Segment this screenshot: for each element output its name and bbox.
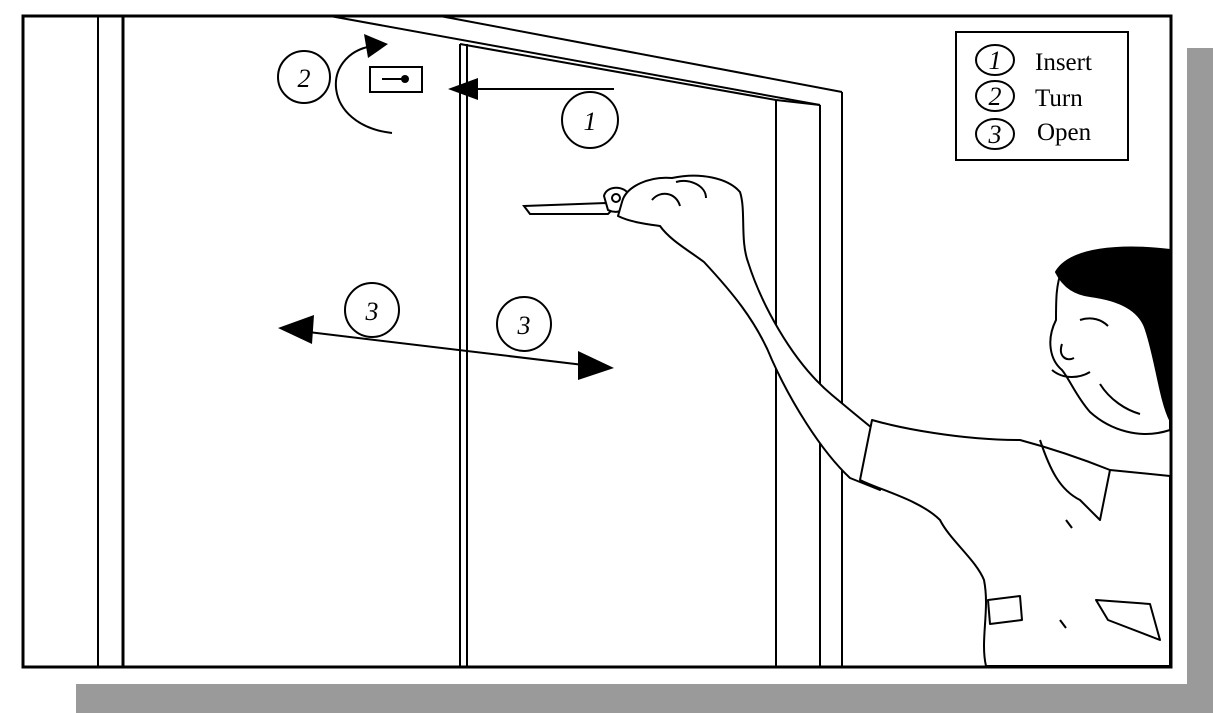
callout-2: 2	[277, 50, 331, 104]
header-line-3	[459, 43, 777, 101]
callout-3-right-text: 3	[517, 311, 531, 340]
frame-shadow-bottom	[76, 684, 1213, 713]
legend-item-turn: 2 Turn	[975, 80, 1083, 112]
callout-3-right: 3	[496, 296, 552, 352]
header-line-2	[439, 15, 843, 93]
callout-1-text: 1	[584, 107, 597, 136]
keyhole-plate	[369, 66, 423, 93]
insert-arrow	[448, 78, 614, 100]
open-arrow	[278, 315, 614, 380]
person-figure	[859, 246, 1171, 667]
header-line-1	[329, 15, 821, 106]
legend-label-insert: Insert	[1035, 49, 1092, 76]
legend-num-1: 1	[989, 46, 1002, 75]
legend-num-2: 2	[989, 82, 1002, 111]
legend-item-insert: 1 Insert	[975, 44, 1092, 76]
callout-3-left-text: 3	[365, 297, 379, 326]
legend: 1 Insert 2 Turn 3 Open	[955, 31, 1129, 161]
frame-shadow-right	[1187, 48, 1213, 685]
legend-item-open: 3 Open	[975, 118, 1092, 150]
arm-and-hand	[617, 174, 901, 491]
legend-label-turn: Turn	[1035, 85, 1083, 112]
callout-1: 1	[561, 91, 619, 149]
callout-2-text: 2	[298, 64, 311, 93]
turn-arrow	[335, 34, 393, 134]
callout-3-left: 3	[344, 282, 400, 338]
legend-num-3: 3	[988, 120, 1002, 149]
header-corner	[775, 99, 821, 106]
legend-label-open: Open	[1037, 119, 1092, 146]
